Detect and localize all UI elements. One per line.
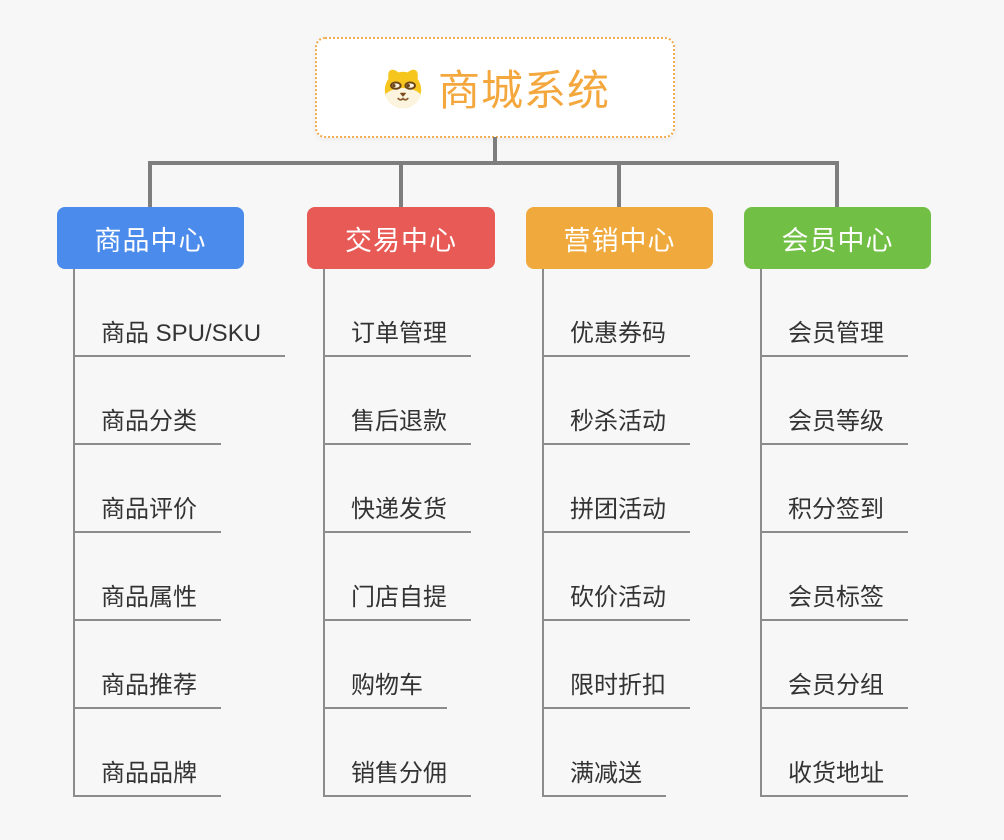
connector-drop-product [148,161,152,208]
connector-drop-marketing [617,161,621,208]
child-item[interactable]: 会员管理 [762,269,908,357]
child-group-marketing-center: 优惠券码 秒杀活动 拼团活动 砍价活动 限时折扣 满减送 [542,269,690,797]
child-item[interactable]: 积分签到 [762,445,908,533]
dog-face-icon [384,69,422,108]
child-item[interactable]: 满减送 [544,709,666,797]
child-item[interactable]: 会员标签 [762,533,908,621]
child-item[interactable]: 会员等级 [762,357,908,445]
child-item-label: 商品评价 [101,496,197,523]
child-item-label: 商品属性 [101,584,197,611]
branch-node-marketing-center[interactable]: 营销中心 [526,207,713,269]
child-group-product-center: 商品 SPU/SKU 商品分类 商品评价 商品属性 商品推荐 商品品牌 [73,269,286,797]
branch-node-member-center[interactable]: 会员中心 [744,207,931,269]
child-item-label: 门店自提 [351,584,447,611]
child-item[interactable]: 商品品牌 [75,709,221,797]
child-item[interactable]: 秒杀活动 [544,357,690,445]
child-item-label: 限时折扣 [570,672,666,699]
child-item[interactable]: 商品分类 [75,357,221,445]
branch-node-product-center[interactable]: 商品中心 [57,207,244,269]
child-item-label: 拼团活动 [570,496,666,523]
child-item[interactable]: 会员分组 [762,621,908,709]
child-item-label: 商品 SPU/SKU [101,320,262,347]
child-item[interactable]: 商品评价 [75,445,221,533]
child-item-label: 优惠券码 [570,320,666,347]
child-group-member-center: 会员管理 会员等级 积分签到 会员标签 会员分组 收货地址 [760,269,908,797]
child-item[interactable]: 门店自提 [325,533,471,621]
branch-node-trade-center[interactable]: 交易中心 [307,207,495,269]
child-item-label: 购物车 [351,672,423,699]
connector-drop-member [835,161,839,208]
connector-drop-trade [399,161,403,208]
child-item[interactable]: 商品推荐 [75,621,221,709]
connector-bus [148,161,839,165]
child-item-label: 积分签到 [788,496,884,523]
child-item[interactable]: 购物车 [325,621,447,709]
child-item[interactable]: 限时折扣 [544,621,690,709]
child-item-label: 会员管理 [788,320,884,347]
child-item[interactable]: 优惠券码 [544,269,690,357]
root-node-mall-system[interactable]: 商城系统 [315,37,675,138]
child-group-trade-center: 订单管理 售后退款 快递发货 门店自提 购物车 销售分佣 [323,269,471,797]
child-item-label: 商品推荐 [101,672,197,699]
child-item-label: 会员等级 [788,408,884,435]
child-item[interactable]: 销售分佣 [325,709,471,797]
child-item-label: 满减送 [570,760,642,787]
child-item[interactable]: 收货地址 [762,709,908,797]
child-item-label: 砍价活动 [570,584,666,611]
connector-root-stub [493,137,497,164]
child-item[interactable]: 快递发货 [325,445,471,533]
child-item-label: 销售分佣 [351,760,447,787]
child-item[interactable]: 拼团活动 [544,445,690,533]
child-item-label: 快递发货 [351,496,447,523]
child-item[interactable]: 订单管理 [325,269,471,357]
child-item-label: 商品分类 [101,408,197,435]
child-item-label: 会员分组 [788,672,884,699]
child-item-label: 秒杀活动 [570,408,666,435]
child-item[interactable]: 商品 SPU/SKU [75,269,286,357]
root-title: 商城系统 [437,67,610,114]
child-item-label: 售后退款 [351,408,447,435]
child-item[interactable]: 砍价活动 [544,533,690,621]
child-item[interactable]: 商品属性 [75,533,221,621]
child-item-label: 收货地址 [788,760,884,787]
child-item[interactable]: 售后退款 [325,357,471,445]
child-item-label: 会员标签 [788,584,884,611]
child-item-label: 订单管理 [351,320,447,347]
child-item-label: 商品品牌 [101,760,197,787]
